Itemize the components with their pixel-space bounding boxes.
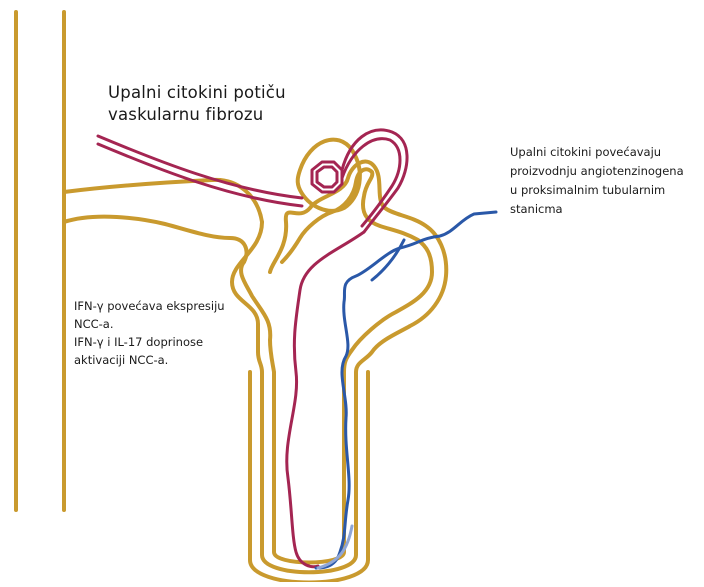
glomerulus: [312, 162, 342, 192]
annotation-angiotensinogen: Upalni citokini povećavaju proizvodnju a…: [510, 143, 684, 219]
annotation-ncc: IFN-γ povećava ekspresiju NCC-a. IFN-γ i…: [74, 297, 225, 369]
annotation-vascular-fibrosis: Upalni citokini potiču vaskularnu fibroz…: [108, 82, 286, 126]
collecting-duct: [16, 12, 64, 510]
vasa-recta-arterial: [287, 232, 364, 567]
distal-tubule: [232, 162, 446, 573]
loop-of-henle: [250, 372, 368, 582]
glomerulus-inner: [317, 167, 337, 187]
afferent-arteriole-outer: [98, 136, 302, 198]
distal-tubule-inner-wall: [241, 169, 432, 562]
distal-tubule-outer-wall: [232, 162, 446, 573]
loop-outer-left: [250, 372, 368, 582]
vein-branch: [372, 240, 404, 280]
connecting-tubule-lower-wall: [64, 217, 246, 262]
